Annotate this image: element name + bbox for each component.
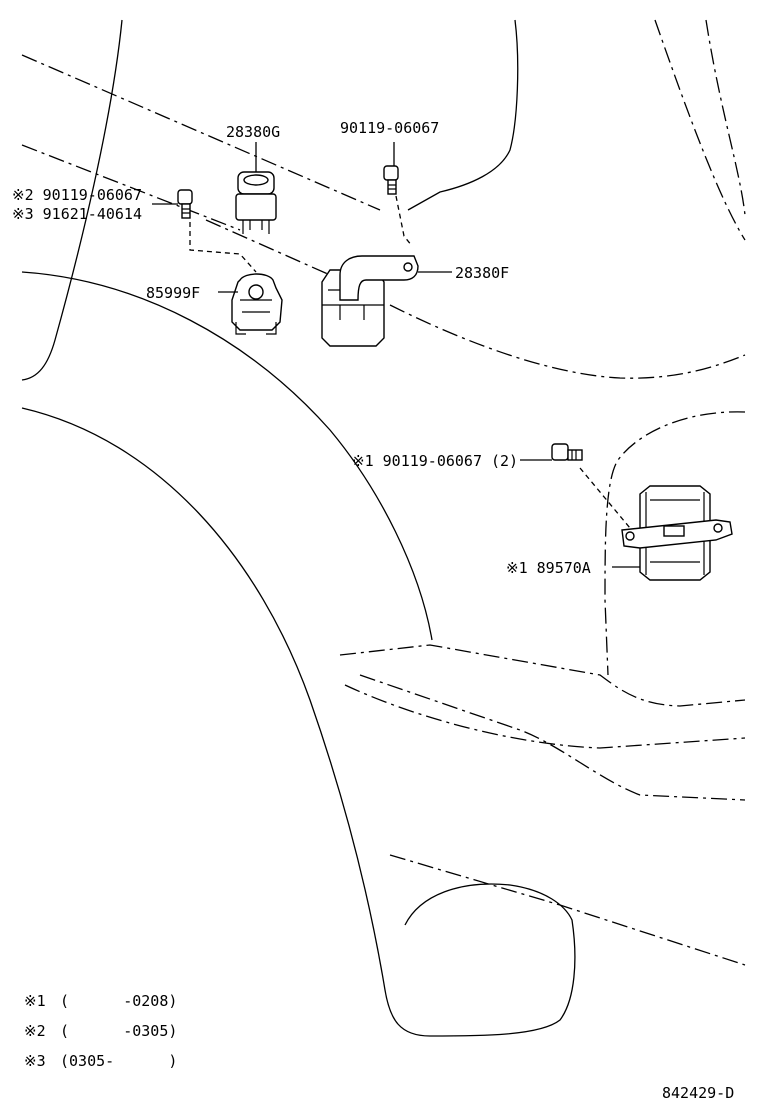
note-3-mark: ※3 bbox=[24, 1052, 46, 1070]
bolt-right-icon bbox=[551, 443, 583, 461]
clip-85999f-icon bbox=[231, 273, 283, 335]
body-outline bbox=[21, 19, 746, 1037]
relay-28380g-icon bbox=[235, 171, 277, 234]
callout-28380g: 28380G bbox=[226, 123, 280, 141]
notes-legend: ※1 ( -0208) ※2 ( -0305) ※3 (0305- ) bbox=[24, 992, 177, 1070]
note-1-range: ( -0208) bbox=[60, 992, 177, 1010]
note-1-mark: ※1 bbox=[24, 992, 46, 1010]
callout-90119-top: 90119-06067 bbox=[340, 119, 439, 137]
module-89570a-icon bbox=[621, 485, 733, 581]
callout-28380f: 28380F bbox=[455, 264, 509, 282]
note-2-mark: ※2 bbox=[24, 1022, 46, 1040]
relay-28380f-icon bbox=[321, 255, 419, 347]
callout-89570a: ※1 89570A bbox=[506, 559, 591, 577]
note-3-range: (0305- ) bbox=[60, 1052, 177, 1070]
note-2-range: ( -0305) bbox=[60, 1022, 177, 1040]
callout-90119-left: ※2 90119-06067 bbox=[12, 186, 142, 204]
bolt-top-icon bbox=[383, 165, 399, 195]
callout-91621: ※3 91621-40614 bbox=[12, 205, 142, 223]
bolt-left-icon bbox=[177, 189, 193, 219]
callout-90119-right: ※1 90119-06067 (2) bbox=[352, 452, 518, 470]
callout-85999f: 85999F bbox=[146, 284, 200, 302]
figure-code: 842429-D bbox=[662, 1084, 734, 1102]
